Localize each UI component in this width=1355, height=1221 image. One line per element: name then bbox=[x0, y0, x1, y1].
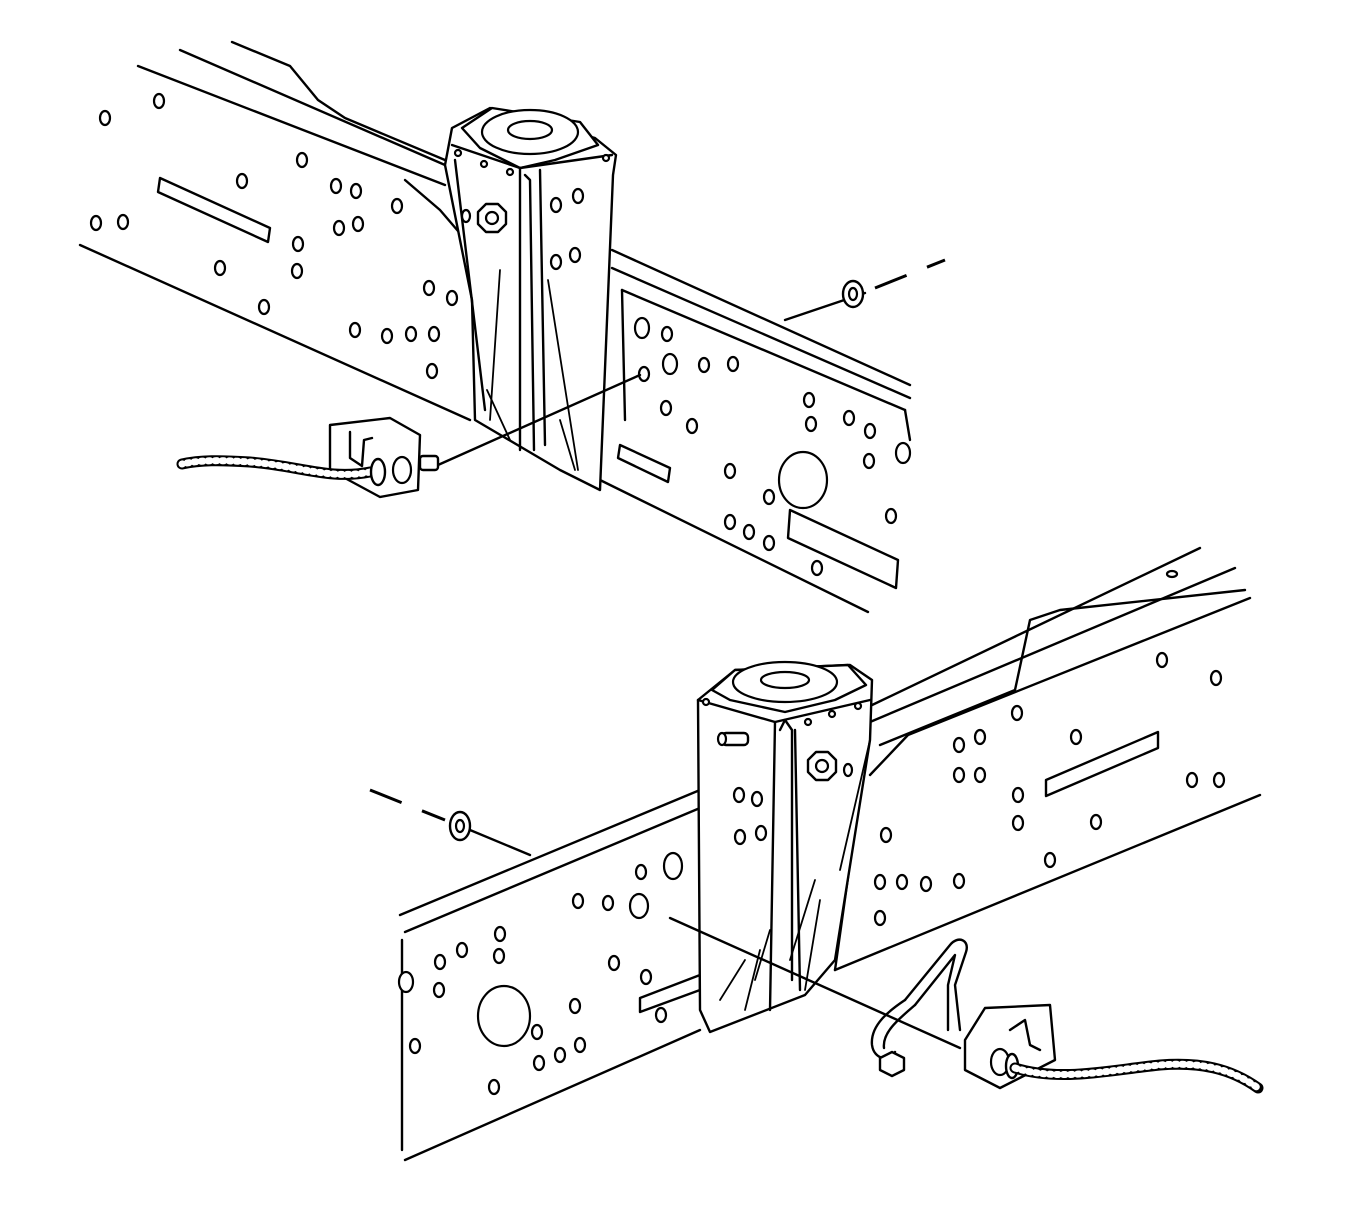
upper-frame-rail bbox=[78, 40, 912, 614]
upper-view bbox=[78, 40, 946, 614]
upper-slot-right bbox=[786, 508, 900, 590]
upper-rail-holes bbox=[89, 92, 912, 577]
upper-slot-lower bbox=[616, 443, 672, 484]
upper-sensor-assembly bbox=[176, 258, 946, 499]
upper-slot-left bbox=[156, 176, 272, 244]
lower-slot-right bbox=[1044, 730, 1160, 798]
lower-nut-icon bbox=[878, 1050, 906, 1078]
lower-view bbox=[369, 546, 1264, 1162]
lower-rail-holes bbox=[397, 651, 1226, 1096]
upper-oval-hole bbox=[777, 450, 829, 510]
lower-oval-hole bbox=[476, 984, 532, 1048]
lower-sensor-assembly bbox=[369, 788, 1264, 1094]
upper-hanger-bracket bbox=[443, 106, 618, 492]
lower-hanger-bracket bbox=[696, 660, 874, 1034]
